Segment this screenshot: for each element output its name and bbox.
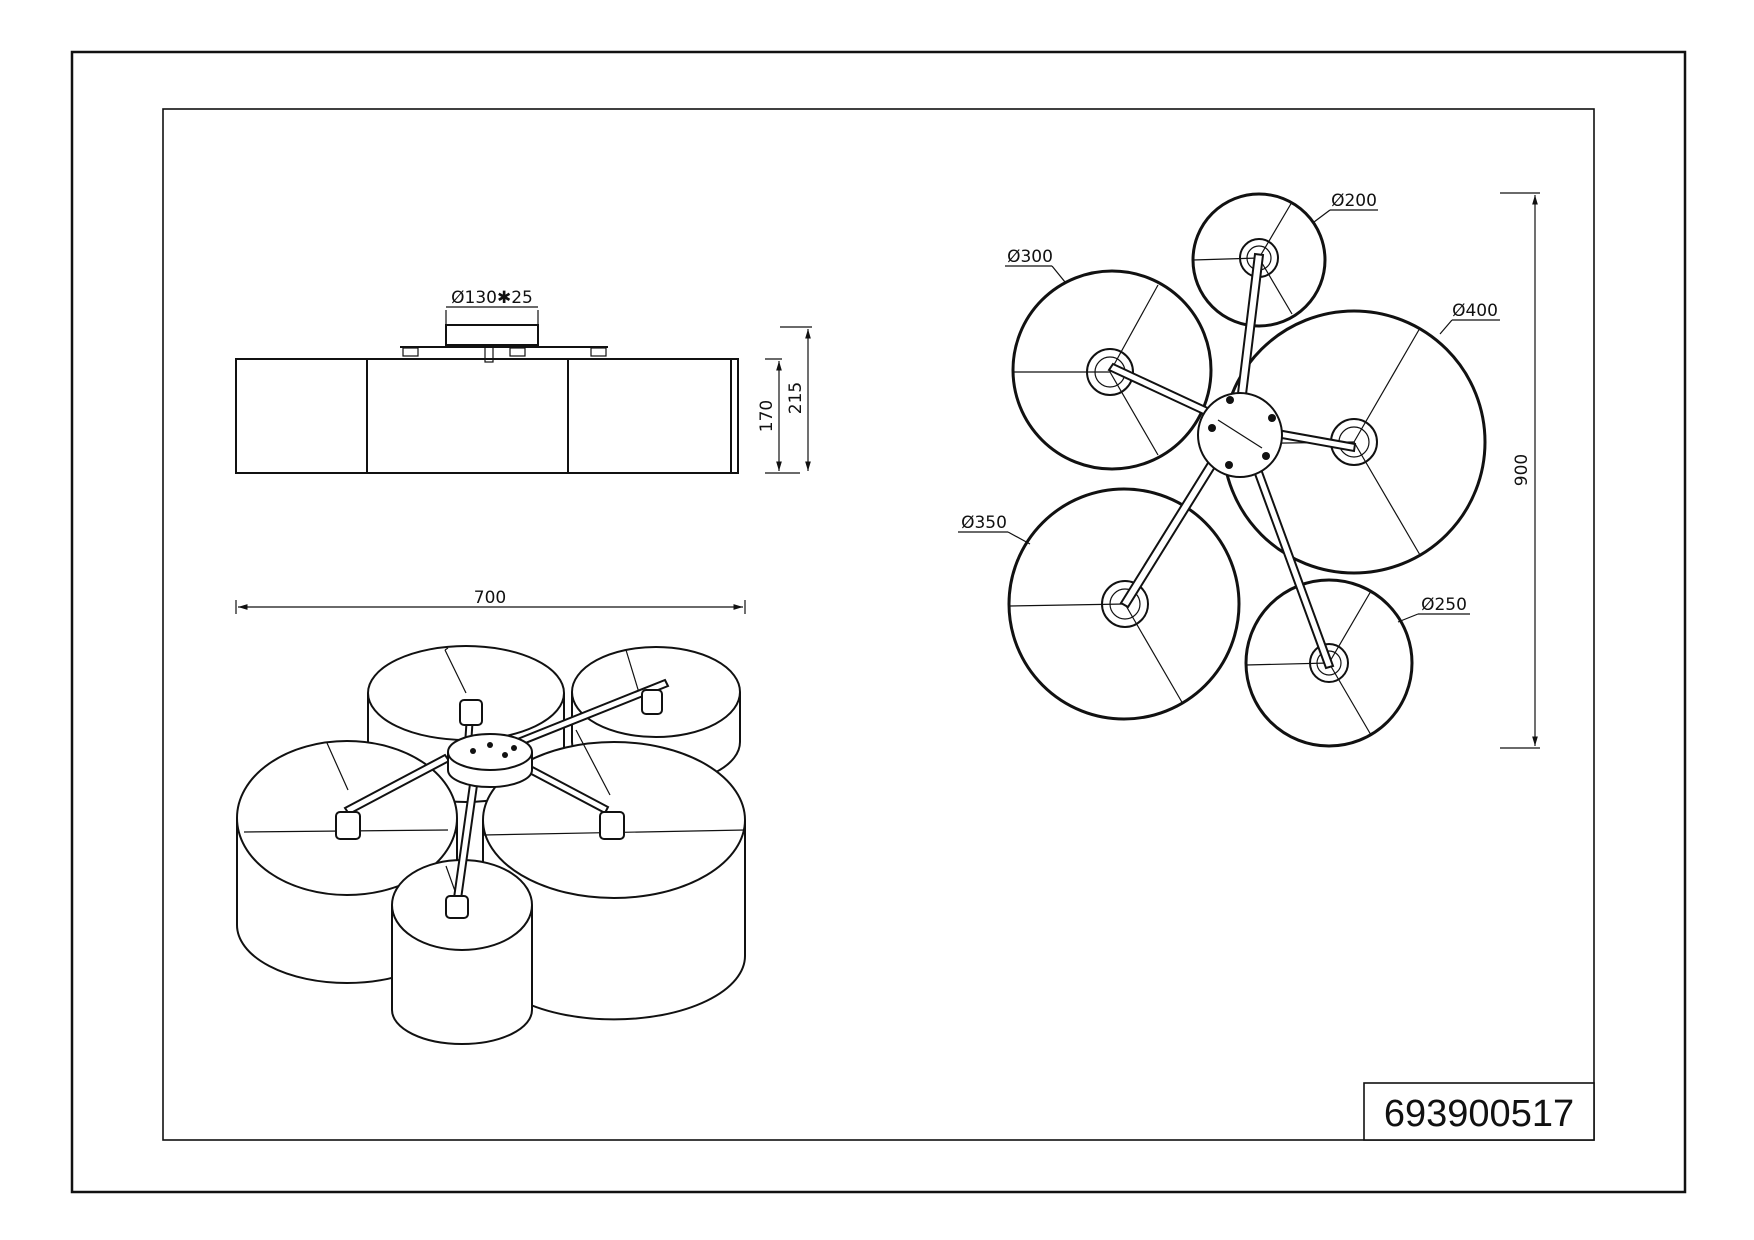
label-300: Ø300 xyxy=(1005,247,1066,283)
title-block: 693900517 xyxy=(1363,1082,1595,1141)
svg-text:Ø300: Ø300 xyxy=(1007,247,1053,267)
label-350: Ø350 xyxy=(958,513,1031,545)
perspective-hub xyxy=(447,733,533,788)
svg-text:Ø400: Ø400 xyxy=(1452,301,1498,321)
top-view-dimension-900: 900 xyxy=(1500,192,1540,749)
perspective-view xyxy=(236,645,746,1045)
svg-text:Ø350: Ø350 xyxy=(961,513,1007,533)
svg-text:700: 700 xyxy=(474,588,506,608)
top-shade-300 xyxy=(1011,269,1213,471)
svg-text:Ø250: Ø250 xyxy=(1421,595,1467,615)
inner-frame xyxy=(162,108,1595,1141)
outer-frame xyxy=(70,50,1687,1194)
width-dimension-700: 700 xyxy=(235,588,746,614)
perspective-arms xyxy=(343,678,670,901)
height-dimension-170: 170 xyxy=(757,358,800,474)
svg-text:170: 170 xyxy=(757,400,777,432)
top-view: Ø200 Ø300 Ø400 Ø350 Ø250 900 xyxy=(958,191,1540,749)
top-shade-250 xyxy=(1244,578,1414,748)
canopy-dimension: Ø130✱25 xyxy=(445,288,539,325)
svg-text:Ø130✱25: Ø130✱25 xyxy=(451,288,533,308)
canopy xyxy=(445,324,539,346)
perspective-sockets xyxy=(335,689,663,919)
part-number: 693900517 xyxy=(1384,1093,1574,1135)
label-400: Ø400 xyxy=(1439,301,1500,335)
side-view: Ø130✱25 170 215 xyxy=(235,288,812,474)
side-shade-body xyxy=(235,358,739,474)
label-200: Ø200 xyxy=(1313,191,1378,223)
top-shade-200 xyxy=(1191,192,1327,328)
svg-text:215: 215 xyxy=(786,382,806,414)
height-dimension-215: 215 xyxy=(780,326,812,471)
label-250: Ø250 xyxy=(1397,595,1470,623)
svg-text:900: 900 xyxy=(1512,454,1532,486)
top-hub xyxy=(1197,392,1283,478)
svg-text:Ø200: Ø200 xyxy=(1331,191,1377,211)
perspective-shade-front-center xyxy=(391,859,533,1045)
